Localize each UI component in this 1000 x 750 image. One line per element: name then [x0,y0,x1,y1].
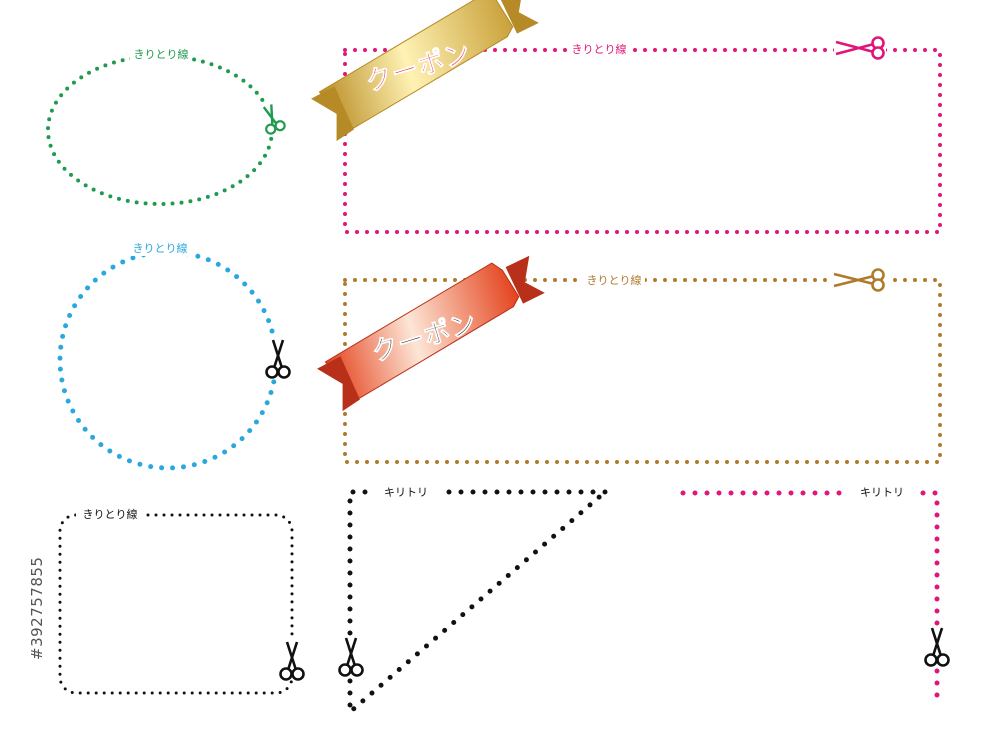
brown-rect-frame: きりとり線 [343,268,942,464]
kiritori-sen-label: きりとり線 [83,507,138,521]
scissors-icon [257,101,287,135]
scissors-icon [279,640,305,681]
stock-id-text: #392757855 [28,556,46,660]
black-triangle-frame: キリトリ [338,482,608,715]
coupon-ribbon-gold: クーポン [311,0,539,142]
kiritori-label: キリトリ [384,486,428,499]
coupon-ribbon-red: クーポン [317,255,545,412]
scissors-icon [338,636,364,677]
pink-rect-frame: きりとり線 [343,36,942,234]
kiritori-label: キリトリ [860,486,904,499]
stock-id-watermark: #392757855 [14,500,46,660]
pink-corner-frame: キリトリ [680,482,950,701]
scissors-icon [834,36,886,60]
scissors-icon [832,268,888,292]
kiritori-sen-label: きりとり線 [572,42,627,56]
black-rounded-rect-frame: きりとり線 [58,505,305,695]
scissors-icon [924,626,950,667]
kiritori-sen-label: きりとり線 [587,273,642,287]
scissors-icon [265,338,291,379]
kiritori-sen-label: きりとり線 [134,47,189,61]
blue-circle-frame: きりとり線 [57,240,291,471]
kiritori-sen-label: きりとり線 [133,241,188,255]
green-ellipse-frame: きりとり線 [46,46,287,206]
